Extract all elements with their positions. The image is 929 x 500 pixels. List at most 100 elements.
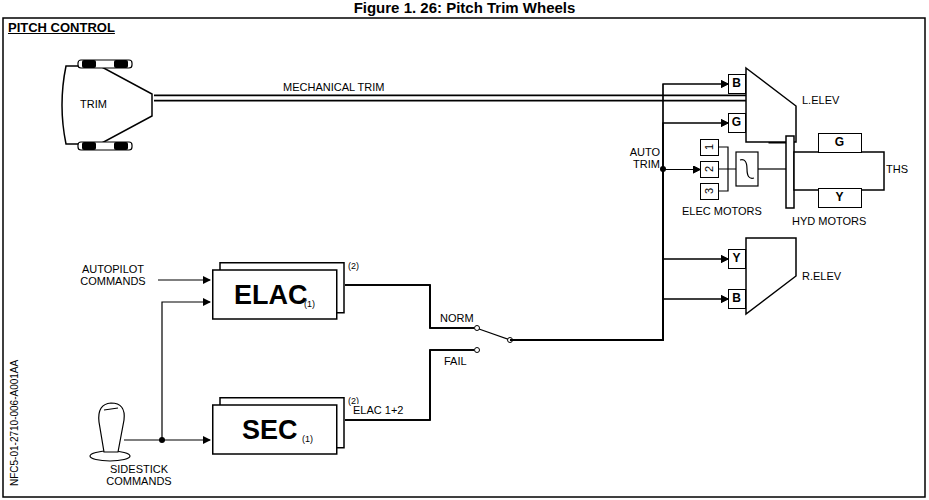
box-letter: G bbox=[835, 136, 844, 149]
ths-actuator: THS G Y bbox=[786, 130, 916, 212]
part-name: ELEC MOTORS bbox=[682, 205, 762, 217]
frame bbox=[3, 18, 925, 497]
figure-title: Figure 1. 26: Pitch Trim Wheels bbox=[0, 0, 929, 17]
connector bbox=[345, 123, 728, 340]
connector-line bbox=[154, 98, 786, 140]
sidestick-button bbox=[104, 408, 118, 410]
node-label: SEC bbox=[242, 416, 298, 446]
box-letter: 1 bbox=[703, 144, 715, 150]
wheel-grip bbox=[114, 142, 128, 150]
node-label: (1) bbox=[302, 435, 313, 445]
ths-shaft bbox=[794, 152, 884, 190]
switch-contact bbox=[475, 326, 480, 331]
connector-line bbox=[345, 170, 700, 421]
node-label: THS bbox=[886, 163, 908, 175]
node-label: R.ELEV bbox=[802, 270, 841, 282]
computer-box: ELAC(1)(2) bbox=[212, 262, 345, 320]
node-label: (1) bbox=[304, 300, 315, 310]
elevator-outline bbox=[746, 68, 796, 142]
motor-shaft bbox=[718, 147, 736, 191]
wheel-grip bbox=[114, 60, 128, 68]
box-letter: 2 bbox=[703, 166, 715, 172]
node-label: TRIM bbox=[80, 98, 107, 110]
wheel-rim bbox=[78, 142, 132, 150]
connector bbox=[345, 299, 728, 420]
elec-motor: 1 bbox=[700, 139, 719, 156]
junction-dot bbox=[159, 437, 165, 443]
hyd-motor-box: G bbox=[818, 133, 862, 153]
wheel-rim bbox=[78, 60, 132, 68]
gearbox bbox=[736, 152, 758, 186]
elec-motor: 3 bbox=[700, 183, 719, 200]
connector bbox=[154, 98, 786, 140]
hyd-motor-bar bbox=[786, 136, 794, 208]
trim-wheel-body bbox=[62, 66, 152, 144]
hydraulic-box: Y bbox=[728, 249, 746, 269]
node-outline bbox=[212, 397, 345, 455]
section-heading: PITCH CONTROL bbox=[8, 21, 115, 35]
connector bbox=[345, 123, 728, 420]
elevator-outline bbox=[746, 238, 796, 314]
box-letter: G bbox=[732, 116, 741, 129]
hydraulic-box: B bbox=[728, 74, 746, 94]
node-outline bbox=[58, 58, 154, 152]
hydraulic-box: B bbox=[728, 289, 746, 309]
signal-name: SIDESTICK COMMANDS bbox=[96, 463, 182, 487]
box-letter: B bbox=[732, 77, 741, 90]
node-label: L.ELEV bbox=[802, 94, 839, 106]
connector bbox=[345, 170, 700, 341]
computer-front bbox=[213, 270, 337, 319]
edge-label: ELAC 1+2 bbox=[352, 404, 404, 416]
node-outline bbox=[726, 66, 856, 144]
wheel-grip bbox=[82, 60, 96, 68]
hyd-motor-box: Y bbox=[818, 188, 862, 208]
wheel-grip bbox=[82, 142, 96, 150]
node-outline bbox=[786, 130, 916, 212]
connector-line bbox=[345, 285, 728, 340]
sidestick-grip bbox=[99, 403, 124, 452]
hydraulic-box: G bbox=[728, 113, 746, 133]
node-label: (2) bbox=[348, 262, 359, 272]
connector bbox=[345, 259, 728, 420]
computer-back bbox=[220, 398, 344, 448]
gearbox-curve bbox=[740, 160, 754, 179]
node-outline bbox=[212, 262, 345, 320]
elevator-surface: L.ELEV B G bbox=[726, 66, 856, 144]
computer-front bbox=[213, 405, 337, 454]
connector-line bbox=[345, 123, 728, 420]
computer-back bbox=[220, 263, 344, 313]
switch-arm bbox=[479, 329, 510, 340]
connector-line bbox=[345, 170, 700, 341]
box-letter: 3 bbox=[703, 188, 715, 194]
switch-contact bbox=[475, 348, 480, 353]
connector-line bbox=[154, 98, 786, 140]
node-outline bbox=[726, 236, 856, 316]
box-letter: Y bbox=[732, 252, 740, 265]
document-code: NFC5-01-2710-006-A001AA bbox=[9, 360, 20, 486]
computer-box: SEC(1)(2) bbox=[212, 397, 345, 455]
switch-position: NORM bbox=[440, 312, 474, 324]
edge-label: MECHANICAL TRIM bbox=[282, 81, 385, 93]
node-label: (2) bbox=[348, 397, 359, 407]
connector-line bbox=[345, 259, 728, 420]
connector-line bbox=[345, 123, 728, 340]
node-label: ELAC bbox=[234, 281, 308, 311]
switch-position: FAIL bbox=[444, 355, 467, 367]
screwjack-shaft bbox=[758, 168, 786, 169]
connector-line bbox=[345, 299, 728, 420]
connector-line bbox=[345, 84, 728, 420]
connector bbox=[345, 170, 700, 421]
sidestick-wire bbox=[162, 302, 210, 440]
signal-name: AUTO TRIM bbox=[618, 146, 660, 170]
connector bbox=[345, 84, 728, 420]
signal-name: AUTOPILOT COMMANDS bbox=[70, 263, 156, 287]
connector bbox=[345, 285, 728, 340]
autopilot-wire bbox=[158, 279, 210, 280]
elevator-surface: R.ELEV Y B bbox=[726, 236, 856, 316]
part-name: HYD MOTORS bbox=[792, 215, 866, 227]
sidestick-wire bbox=[124, 439, 210, 440]
